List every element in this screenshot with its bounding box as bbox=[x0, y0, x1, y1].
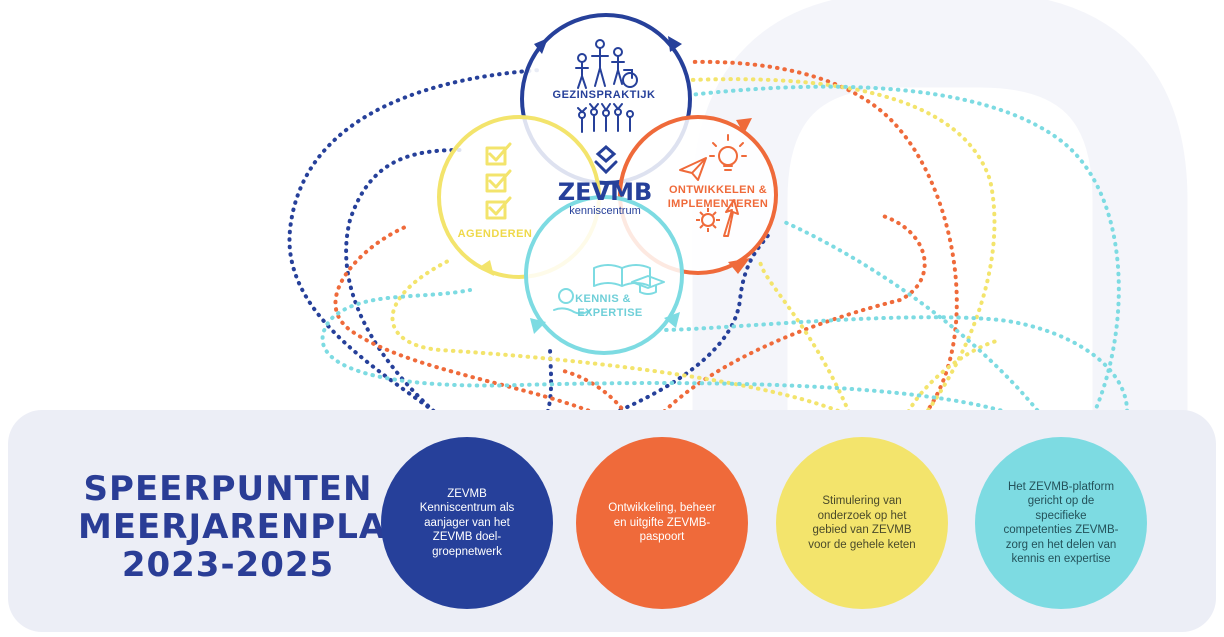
connector-orange bbox=[558, 368, 642, 442]
label-kennis-1: KENNIS & bbox=[575, 293, 631, 305]
connector-cyan bbox=[320, 288, 1062, 442]
center-brand: ZEVMB bbox=[558, 178, 653, 206]
page-title: SPEERPUNTEN MEERJARENPLAN 2023-2025 bbox=[78, 469, 416, 585]
arrow-head bbox=[478, 260, 494, 276]
label-agenderen: AGENDEREN bbox=[458, 228, 533, 240]
connector-orange bbox=[333, 223, 642, 442]
people-icon bbox=[577, 103, 634, 133]
arrow-head bbox=[530, 318, 546, 334]
label-ontwikkelen-1: ONTWIKKELEN & bbox=[669, 184, 767, 196]
speerpunt-circle-aanjager: ZEVMB Kenniscentrum als aanjager van het… bbox=[381, 437, 553, 609]
title-line-2: MEERJARENPLAN bbox=[78, 507, 416, 547]
paper-plane-icon bbox=[679, 157, 707, 181]
center-sub: kenniscentrum bbox=[569, 205, 641, 217]
connector-yellow bbox=[390, 258, 882, 442]
arrow-head bbox=[664, 312, 680, 328]
arrow-up-icon bbox=[723, 199, 739, 237]
speerpunt-circle-platform: Het ZEVMB-platform gericht op de specifi… bbox=[975, 437, 1147, 609]
book-icon bbox=[593, 264, 651, 287]
graduation-cap-icon bbox=[631, 275, 665, 295]
connector-orange bbox=[638, 213, 927, 442]
label-ontwikkelen-2: IMPLEMENTEREN bbox=[668, 198, 769, 210]
connector-navy bbox=[344, 148, 470, 442]
background-watermark bbox=[692, 0, 1188, 430]
arrow-head bbox=[736, 118, 752, 134]
arrow-head bbox=[668, 36, 682, 52]
connector-navy bbox=[498, 228, 772, 454]
speerpunt-text: Ontwikkeling, beheer en uitgifte ZEVMB-p… bbox=[608, 502, 716, 544]
speerpunt-text: ZEVMB Kenniscentrum als aanjager van het… bbox=[419, 487, 515, 558]
label-kennis-2: EXPERTISE bbox=[577, 307, 642, 319]
cycle-ring-kennis bbox=[524, 195, 684, 355]
connector-cyan bbox=[688, 84, 1121, 442]
people-icon bbox=[575, 39, 638, 89]
arrow-head bbox=[728, 258, 750, 274]
brain-hand-icon bbox=[553, 288, 591, 315]
connector-yellow bbox=[688, 77, 997, 447]
title-line-1: SPEERPUNTEN bbox=[83, 469, 373, 509]
connector-cyan bbox=[658, 315, 1129, 442]
speerpunt-circle-paspoort: Ontwikkeling, beheer en uitgifte ZEVMB-p… bbox=[576, 437, 748, 609]
speerpunt-circle-onderzoek: Stimulering van onderzoek op het gebied … bbox=[776, 437, 948, 609]
label-gezinspraktijk: GEZINSPRAKTIJK bbox=[553, 89, 656, 101]
zevmb-logo-icon bbox=[594, 145, 618, 175]
speerpunt-text: Stimulering van onderzoek op het gebied … bbox=[808, 495, 916, 551]
connector-navy bbox=[287, 68, 542, 442]
connector-cyan bbox=[778, 218, 1062, 442]
arrow-head bbox=[534, 38, 548, 54]
lightbulb-icon bbox=[709, 134, 747, 171]
checkbox-icon bbox=[485, 142, 512, 220]
gear-icon bbox=[696, 208, 720, 232]
title-line-3: 2023-2025 bbox=[121, 545, 335, 585]
speerpunt-text: Het ZEVMB-platform gericht op de specifi… bbox=[1003, 480, 1119, 566]
